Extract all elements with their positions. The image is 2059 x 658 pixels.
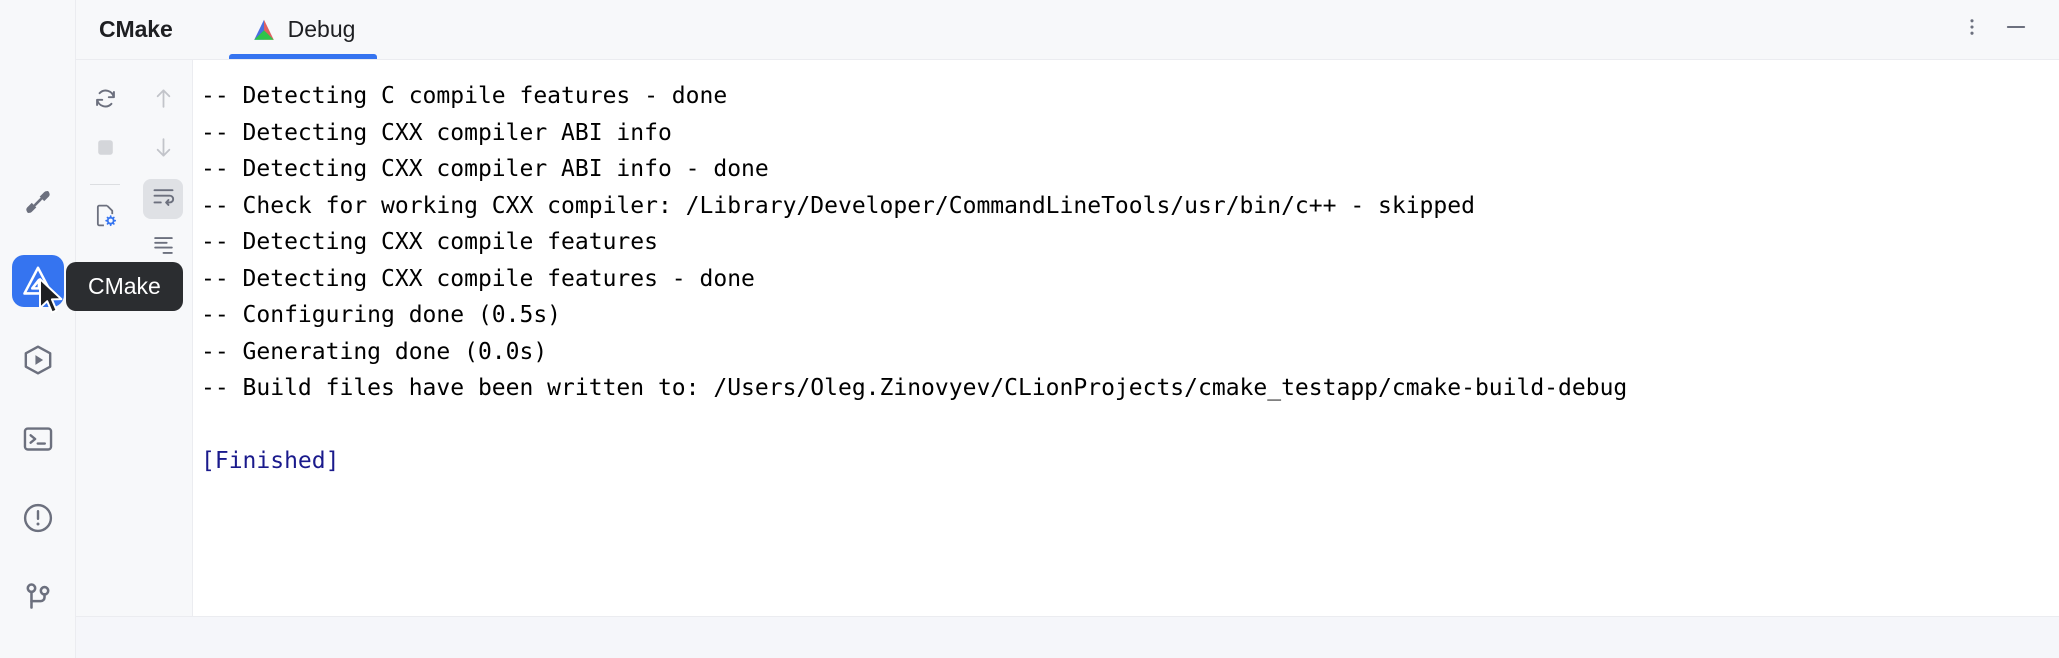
previous-occurrence-button[interactable] xyxy=(143,81,183,121)
console-line: -- Detecting CXX compiler ABI info - don… xyxy=(201,156,769,182)
scroll-to-end-icon xyxy=(150,232,177,264)
page-title: CMake xyxy=(99,16,173,42)
cmake-settings-file-button[interactable] xyxy=(85,198,125,238)
console-output[interactable]: -- Detecting C compile features - done -… xyxy=(193,60,2059,616)
console-toolbar-right-column xyxy=(134,72,192,616)
open-cmake-settings-icon xyxy=(92,202,119,234)
console-line: -- Build files have been written to: /Us… xyxy=(201,375,1628,401)
cmake-icon xyxy=(20,263,56,299)
run-icon xyxy=(21,343,55,377)
console-line: -- Detecting C compile features - done xyxy=(201,83,728,109)
activity-item-problems[interactable] xyxy=(12,492,64,544)
status-strip xyxy=(76,616,2059,658)
console-toolbar xyxy=(76,60,193,616)
tooltip-cmake: CMake xyxy=(66,262,183,311)
activity-bar xyxy=(0,0,76,658)
rerun-icon xyxy=(92,85,119,117)
console-line: -- Detecting CXX compile features - done xyxy=(201,265,755,292)
rerun-button[interactable] xyxy=(85,81,125,121)
toolbar-divider xyxy=(90,184,120,185)
cmake-logo-icon xyxy=(251,17,277,43)
up-arrow-icon xyxy=(150,85,177,117)
activity-item-cmake[interactable] xyxy=(11,255,64,307)
next-occurrence-button[interactable] xyxy=(143,130,183,170)
console-line: -- Detecting CXX compiler ABI info xyxy=(201,119,672,146)
minimize-icon xyxy=(2003,14,2029,45)
tab-debug[interactable]: Debug xyxy=(228,0,378,59)
activity-item-terminal[interactable] xyxy=(12,413,64,465)
console-toolbar-left-column xyxy=(76,72,134,616)
more-options-button[interactable] xyxy=(1955,13,1989,47)
soft-wrap-icon xyxy=(150,183,177,215)
console-line-finished: [Finished] xyxy=(201,448,340,474)
more-options-icon xyxy=(1961,16,1983,43)
console-line-blank xyxy=(201,407,2059,444)
problems-icon xyxy=(21,501,55,535)
console-line: -- Detecting CXX compile features xyxy=(201,229,658,255)
activity-item-plugins[interactable] xyxy=(12,176,64,228)
tab-label: Debug xyxy=(287,16,356,42)
activity-item-version-control[interactable] xyxy=(12,571,64,623)
terminal-icon xyxy=(21,422,55,456)
tab-bar: Debug xyxy=(228,0,378,59)
stop-icon xyxy=(93,135,118,165)
plugins-icon xyxy=(21,185,55,219)
stop-button[interactable] xyxy=(85,130,125,170)
console-line: -- Generating done (0.0s) xyxy=(201,338,548,365)
cmake-panel: CMake Debug xyxy=(76,0,2059,658)
down-arrow-icon xyxy=(150,134,177,166)
activity-item-run[interactable] xyxy=(12,334,64,386)
header-actions xyxy=(1955,13,2059,47)
minimize-button[interactable] xyxy=(1999,13,2033,47)
panel-body: -- Detecting C compile features - done -… xyxy=(76,60,2059,616)
scroll-to-end-button[interactable] xyxy=(143,228,183,268)
soft-wrap-button[interactable] xyxy=(143,179,183,219)
panel-header: CMake Debug xyxy=(76,0,2059,60)
console-line: -- Configuring done (0.5s) xyxy=(201,302,562,328)
console-line: -- Check for working CXX compiler: /Libr… xyxy=(201,192,1475,219)
version-control-icon xyxy=(21,580,55,614)
